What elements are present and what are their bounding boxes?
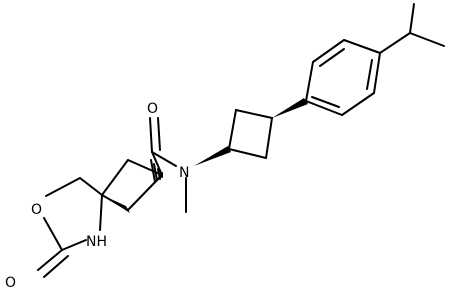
- bond-ph-2: [312, 39, 345, 63]
- atom-label-ring-nitrogen: NH: [86, 234, 107, 250]
- bond-ph-inner-2: [366, 59, 373, 90]
- bond-ph-4: [373, 52, 381, 94]
- bond-cb1-c: [127, 174, 163, 211]
- bond-cb1-a: [101, 159, 129, 196]
- bond-amide-carbon-to-n: [151, 151, 177, 167]
- bond-nh-to-spiro: [99, 194, 103, 231]
- bond-cb2-b: [235, 109, 273, 119]
- bond-ph-5: [341, 92, 375, 116]
- bond-ph-inner-1: [319, 48, 345, 67]
- bond-ch-to-me1: [409, 32, 445, 47]
- bond-ph-6: [305, 100, 343, 116]
- stereo-wedge-phenyl: [272, 98, 308, 118]
- bond-cb2-c: [265, 117, 273, 159]
- atom-label-ring-oxygen: O: [31, 202, 42, 218]
- bond-ph-3: [343, 39, 381, 54]
- bond-ph-inner-3: [311, 96, 340, 108]
- atom-label-carbonyl-oxygen: O: [147, 101, 158, 117]
- atom-label-lactone-oxygen: O: [5, 275, 16, 291]
- bond-ph-1: [305, 61, 314, 102]
- bond-ch-to-me2: [409, 3, 415, 34]
- bond-spiro-to-ch2: [79, 177, 103, 196]
- bond-lactone-c-o-1: [37, 249, 63, 271]
- stereo-wedge-spiro: [102, 195, 130, 213]
- bond-cb2-d: [228, 148, 267, 159]
- atom-label-amide-nitrogen: N: [179, 165, 189, 181]
- bond-amide-c-o-1: [149, 117, 153, 153]
- bond-ph-to-ch: [379, 32, 411, 54]
- bond-ring-to-amide-carbon: [151, 151, 163, 176]
- bond-ch2-to-ring-oxygen: [45, 177, 81, 197]
- bond-carbonyl-to-nh: [61, 239, 87, 251]
- bond-amide-c-o-2: [157, 117, 161, 151]
- stereo-wedge-n-cyclobutyl: [194, 146, 231, 166]
- bond-cb2-a: [228, 109, 237, 150]
- bond-lactone-c-o-2: [43, 255, 69, 278]
- bond-ring-oxygen-to-carbonyl: [43, 217, 63, 251]
